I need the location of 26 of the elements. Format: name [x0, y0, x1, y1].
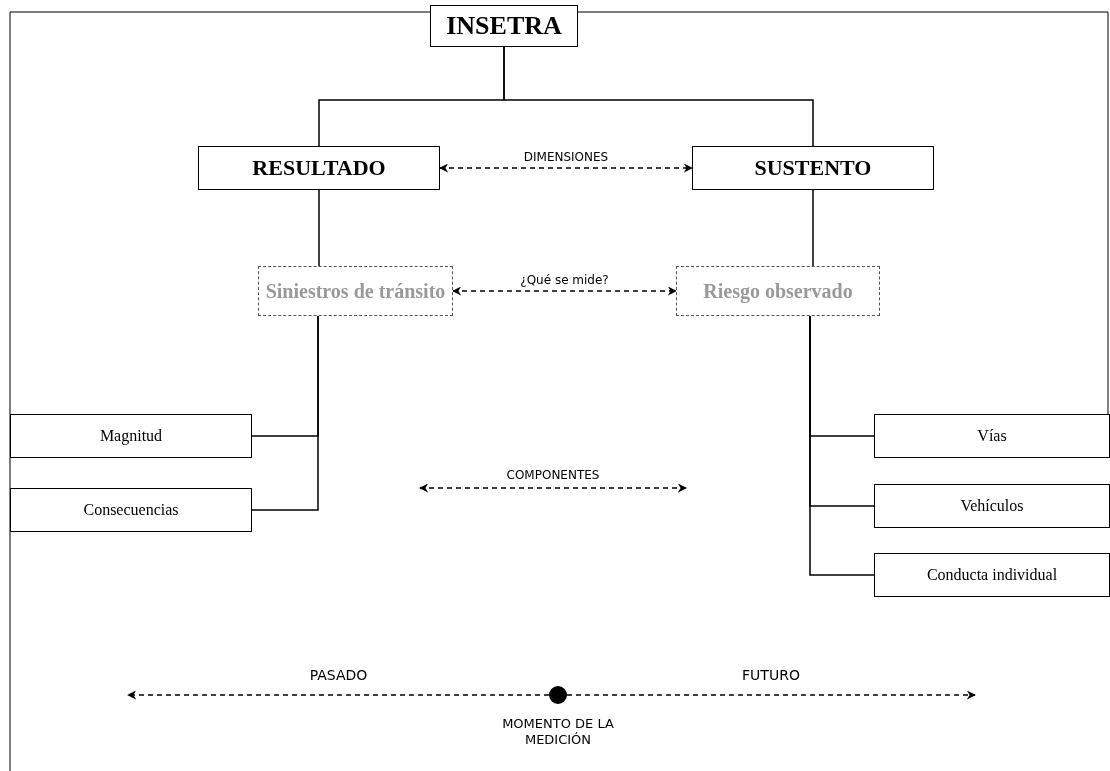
connector-line: [503, 46, 814, 147]
dimension-box: RESULTADO: [198, 146, 440, 190]
connector-line: [251, 315, 319, 511]
arrow: [439, 163, 693, 173]
connector-line: [812, 189, 814, 267]
title-box: INSETRA: [430, 5, 578, 47]
edge-label: DIMENSIONES: [523, 150, 609, 164]
connector-line: [318, 189, 320, 267]
edge-label: FUTURO: [742, 667, 800, 683]
measure-box: Siniestros de tránsito: [258, 266, 453, 316]
component-box: Consecuencias: [10, 488, 252, 532]
section-label: COMPONENTES: [506, 468, 600, 482]
dot-node: [549, 686, 567, 704]
component-box: Vías: [874, 414, 1110, 458]
arrow: [452, 286, 677, 296]
dimension-box: SUSTENTO: [692, 146, 934, 190]
connector-line: [809, 315, 875, 576]
component-box: Vehículos: [874, 484, 1110, 528]
component-box: Magnitud: [10, 414, 252, 458]
component-box: Conducta individual: [874, 553, 1110, 597]
arrow: [127, 690, 550, 700]
edge-label: PASADO: [309, 667, 368, 683]
measure-box: Riesgo observado: [676, 266, 880, 316]
edge-label: ¿Qué se mide?: [520, 273, 609, 287]
caption-text: MOMENTO DE LA MEDICIÓN: [501, 716, 615, 748]
arrow: [566, 690, 976, 700]
